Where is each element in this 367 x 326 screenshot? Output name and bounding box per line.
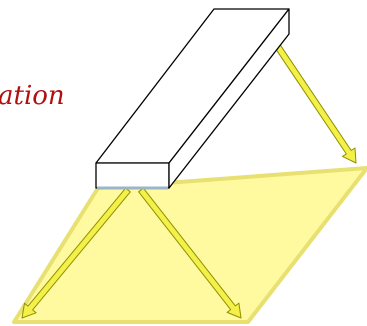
ray-right-upper-arrow — [274, 42, 357, 163]
light-fixture — [96, 9, 289, 188]
fixture-front-face — [96, 163, 169, 188]
caption-text: ation — [0, 81, 65, 111]
floor-plane — [14, 168, 367, 322]
